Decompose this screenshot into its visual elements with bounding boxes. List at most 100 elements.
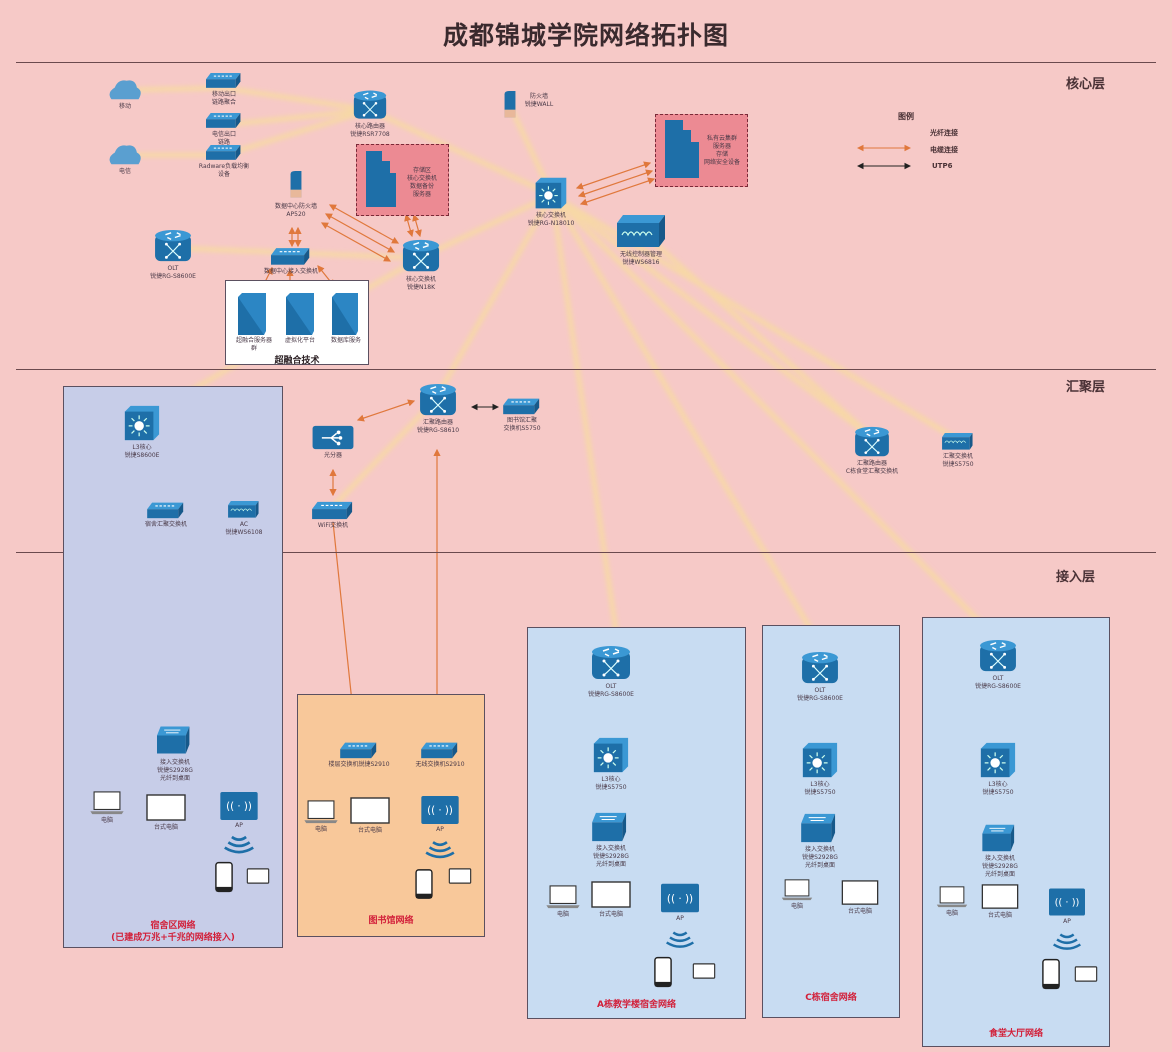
l3-switch-device[interactable]: L3核心 锐捷S5750 [979,741,1017,796]
l3-switch-device[interactable]: L3核心 锐捷S8600E [123,404,161,459]
cable-link [320,222,392,262]
router-device[interactable]: 核心交换机 锐捷N18K [402,238,440,291]
wifi-signal-device[interactable] [1052,929,1082,955]
cable-link [404,213,414,238]
ac-device[interactable]: AC 锐捷WS6108 [225,501,263,536]
olt-device[interactable]: OLT 锐捷RG-S8600E [797,651,843,702]
olt-device[interactable]: OLT 锐捷RG-S8600E [150,229,196,280]
device-label: OLT 锐捷RG-S8600E [588,683,634,698]
access-switch-icon [981,823,1019,857]
access-switch-device[interactable]: 接入交换机 锐捷S2928G 光纤到桌面 [157,723,193,782]
switch-device[interactable]: 电信出口 链路 [206,111,242,146]
device-label: L3核心 锐捷S5750 [982,781,1014,796]
access-switch-device[interactable]: 接入交换机 锐捷S2928G 光纤到桌面 [801,812,839,869]
access-point-device[interactable]: (( · ))AP [661,883,699,922]
laptop-device[interactable]: 电脑 [304,800,338,833]
device-label: AP [1063,918,1071,925]
cloud-device[interactable]: 电信 [108,144,142,175]
device-label: 电信出口 链路 [211,131,237,146]
access-point-device[interactable]: (( · ))AP [220,792,258,829]
wifi-signal-device[interactable] [223,831,255,859]
server-icon[interactable] [286,293,314,335]
access-switch-device[interactable]: 接入交换机 锐捷S2928G 光纤到桌面 [981,823,1019,878]
laptop-device[interactable]: 电脑 [936,886,968,917]
device-label: 电脑 [314,826,328,833]
switch-icon [147,501,185,523]
device-label: 台式电脑 [598,911,624,918]
wifi-signal-device[interactable] [665,926,695,954]
switch-device[interactable]: 图书馆汇聚 交换机S5750 [503,397,541,432]
dc-cluster-2[interactable]: 私有云集群 服务器 存储 网络安全设备 [655,114,748,187]
access-switch-device[interactable]: 接入交换机 锐捷S2928G 光纤到桌面 [592,811,630,868]
desktop-device[interactable]: 台式电脑 [840,880,880,915]
device-label: 台式电脑 [357,827,383,834]
access-point-device[interactable]: (( · ))AP [421,796,459,833]
switch-device[interactable]: 无线交换机S2910 [415,741,465,768]
phone-device[interactable] [1042,958,1060,990]
phone-device[interactable] [654,956,672,988]
wireless-controller-device[interactable]: 无线控制器管理 锐捷WS6816 [617,215,665,266]
desktop-device[interactable]: 台式电脑 [146,794,186,831]
device-label: 电脑 [100,817,114,824]
laptop-device[interactable]: 电脑 [781,879,813,910]
dc-cluster-1[interactable]: 存储区 核心交换机 数据备份 服务器 [356,144,449,216]
switch-device[interactable]: 楼层交换机锐捷S2910 [328,741,390,768]
switch-device[interactable]: WiFi交换机 [312,500,354,529]
l3-switch-icon [801,741,839,783]
distribution-layer-label: 汇聚层 [1066,380,1106,395]
access-point-device[interactable]: (( · ))AP [1049,888,1085,925]
phone-icon [215,861,233,897]
optical-splitter-device[interactable]: 光分器 [312,424,354,459]
firewall-icon [289,169,303,205]
cloud-device[interactable]: 移动 [108,79,142,110]
device-label: OLT 锐捷RG-S8600E [975,675,1021,690]
switch-device[interactable]: 移动出口 链路聚合 [206,71,242,106]
wifi-signal-device[interactable] [424,837,456,863]
server-icon[interactable] [332,293,358,335]
device-label: 台式电脑 [847,908,873,915]
firewall-device[interactable]: 防火墙 锐捷WALL [503,89,553,121]
panel-label-a-building: A栋教学楼宿舍网络 [597,1000,676,1010]
wifi-signal-icon [223,831,255,863]
device-label: 台式电脑 [153,824,179,831]
laptop-device[interactable]: 电脑 [90,791,124,824]
switch-device[interactable]: 数据中心接入交换机 [264,246,318,275]
tablet-device[interactable] [448,868,472,884]
tablet-device[interactable] [246,868,270,884]
device-label: 无线控制器管理 锐捷WS6816 [619,251,663,266]
desktop-device[interactable]: 台式电脑 [980,884,1020,919]
device-label: 汇聚路由器 C栋食堂汇聚交换机 [845,460,899,475]
l3-switch-device[interactable]: L3核心 锐捷S5750 [801,741,839,796]
switch-device[interactable]: 汇聚交换机 锐捷S5750 [939,433,977,468]
desktop-device[interactable]: 台式电脑 [350,797,390,834]
device-label: 数据中心防火墙 AP520 [274,203,318,218]
router-device[interactable]: 汇聚路由器 锐捷RG-S8610 [417,383,459,434]
laptop-icon [90,791,124,819]
tablet-icon [448,868,472,888]
router-device[interactable]: 汇聚路由器 C栋食堂汇聚交换机 [846,426,898,475]
tablet-icon [692,963,716,983]
device-label: 防火墙 锐捷WALL [524,93,554,108]
laptop-device[interactable]: 电脑 [546,885,580,918]
olt-device[interactable]: OLT 锐捷RG-S8600E [588,645,634,698]
fiber-link [223,85,371,113]
device-label: 台式电脑 [987,912,1013,919]
desktop-device[interactable]: 台式电脑 [591,881,631,918]
phone-device[interactable] [415,869,433,899]
core-layer-label: 核心层 [1066,77,1106,92]
load-balancer-device[interactable]: Radware负载均衡 设备 [199,143,249,178]
device-label: 宿舍汇聚交换机 [144,521,188,528]
tablet-device[interactable] [1074,966,1098,982]
tablet-device[interactable] [692,963,716,979]
core-switch-device[interactable]: 核心交换机 锐捷RG-N18010 [528,176,574,227]
switch-device[interactable]: 宿舍汇聚交换机 [145,501,187,528]
firewall-device[interactable]: 数据中心防火墙 AP520 [275,169,317,218]
phone-device[interactable] [215,861,233,893]
server-icon[interactable] [238,293,266,335]
legend: 图例 光纤连接 电缆连接 UTP6 [850,108,960,178]
router-device[interactable]: 核心路由器 锐捷RSR7708 [350,89,390,138]
olt-device[interactable]: OLT 锐捷RG-S8600E [975,639,1021,690]
l3-switch-device[interactable]: L3核心 锐捷S5750 [592,736,630,791]
router-icon [854,426,890,462]
device-label: 楼层交换机锐捷S2910 [328,761,390,768]
